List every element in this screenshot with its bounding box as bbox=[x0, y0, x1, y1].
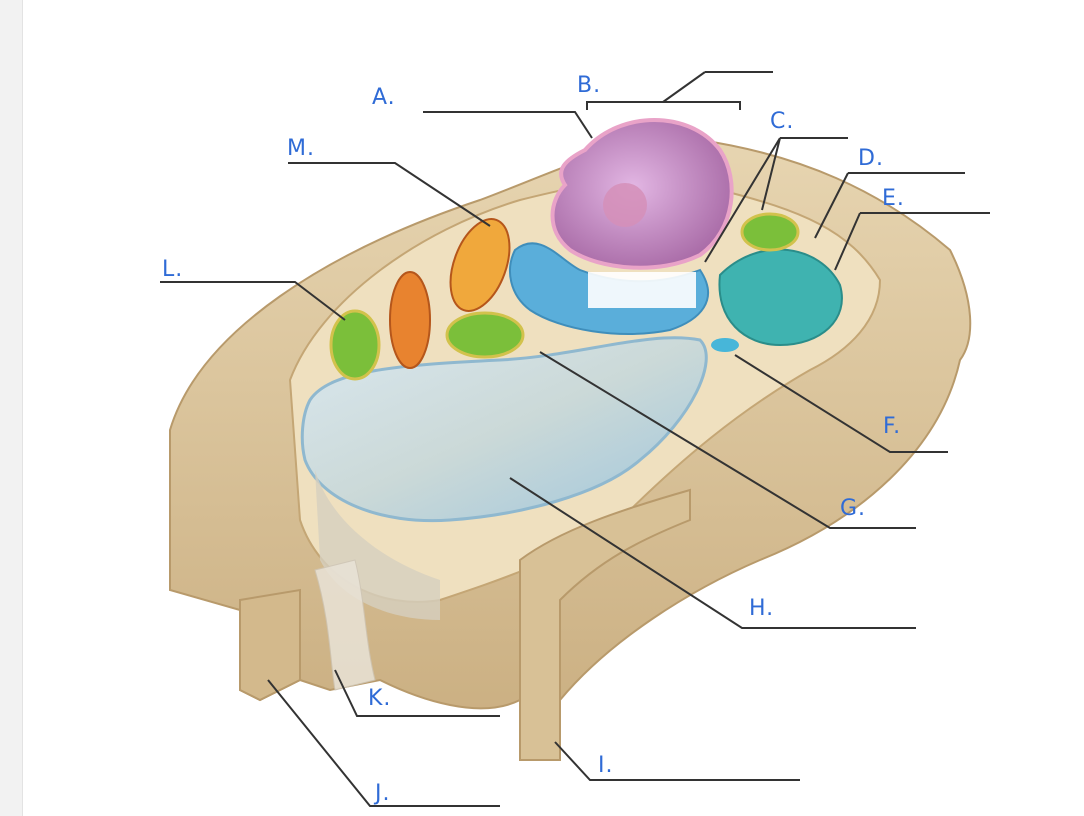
label-k: K. bbox=[368, 686, 391, 711]
vesicle bbox=[711, 338, 739, 352]
leader-f bbox=[734, 354, 948, 453]
label-i: I. bbox=[598, 753, 613, 778]
leader-c bbox=[704, 137, 848, 263]
label-e: E. bbox=[882, 186, 905, 211]
label-l: L. bbox=[162, 257, 183, 282]
central-vacuole bbox=[300, 336, 708, 523]
chloroplast-3 bbox=[329, 309, 381, 381]
leader-k bbox=[334, 669, 500, 717]
label-j: J. bbox=[373, 781, 390, 806]
mitochondrion-1 bbox=[389, 271, 431, 369]
cell-wall-front-right bbox=[519, 488, 691, 761]
golgi-apparatus bbox=[718, 248, 843, 347]
leader-j bbox=[267, 679, 500, 807]
label-h: H. bbox=[749, 596, 774, 621]
label-f: F. bbox=[883, 414, 901, 439]
leader-m bbox=[288, 162, 491, 227]
er-label-cover bbox=[588, 272, 696, 308]
leader-g bbox=[539, 351, 916, 529]
chloroplast-2 bbox=[445, 311, 525, 359]
cell-wall-front-left bbox=[239, 588, 301, 702]
leader-a bbox=[423, 111, 593, 139]
leader-h bbox=[509, 477, 916, 629]
bracket-b bbox=[586, 101, 741, 110]
label-d: D. bbox=[858, 146, 884, 171]
leader-l bbox=[160, 281, 346, 321]
label-m: M. bbox=[287, 136, 315, 161]
leader-d bbox=[814, 172, 965, 239]
leader-lines bbox=[160, 111, 990, 807]
nucleolus bbox=[603, 183, 647, 227]
leader-e bbox=[834, 212, 990, 271]
plasma-membrane-sheet bbox=[314, 559, 376, 691]
chloroplast-1 bbox=[740, 212, 800, 252]
label-g: G. bbox=[840, 496, 866, 521]
label-a: A. bbox=[372, 85, 396, 110]
page-margin-strip bbox=[0, 0, 23, 816]
leader-i bbox=[554, 741, 800, 781]
label-c: C. bbox=[770, 109, 794, 134]
mitochondrion-2 bbox=[449, 218, 511, 312]
bracket-b-stem bbox=[662, 71, 706, 103]
label-b: B. bbox=[577, 73, 601, 98]
